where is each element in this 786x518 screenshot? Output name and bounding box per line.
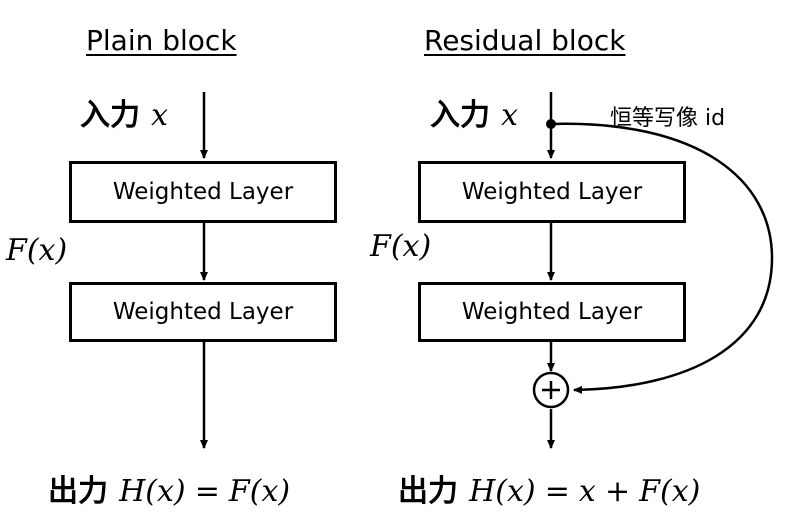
residual-output-label: 出力 <box>398 474 458 509</box>
residual-weighted-layer-2: Weighted Layer <box>418 282 686 342</box>
residual-output-rhs: F(x) <box>639 474 701 509</box>
residual-output-eq: = <box>544 474 570 509</box>
plain-weighted-layer-2: Weighted Layer <box>69 282 337 342</box>
plain-output-label: 出力 <box>48 474 108 509</box>
plain-input: 入力 x <box>80 90 168 134</box>
plain-mid-label: F(x) <box>6 233 68 268</box>
residual-block-title: Residual block <box>424 24 626 57</box>
residual-weighted-layer-1: Weighted Layer <box>418 161 686 223</box>
residual-output-lhs: H(x) <box>469 474 536 509</box>
plain-input-label: 入力 <box>80 98 140 133</box>
residual-output-plus: + <box>604 474 631 509</box>
residual-output-x: x <box>578 474 596 509</box>
plain-block-title: Plain block <box>86 24 237 57</box>
identity-mapping-label: 恒等写像 id <box>610 106 726 131</box>
residual-mid-label: F(x) <box>370 229 432 264</box>
plain-input-var: x <box>151 98 169 133</box>
residual-input-var: x <box>501 98 519 133</box>
residual-input: 入力 x <box>430 90 518 134</box>
plain-output: 出力 H(x) = F(x) <box>48 466 290 510</box>
plain-output-eq: = <box>194 474 220 509</box>
residual-output: 出力 H(x) = x + F(x) <box>398 466 700 510</box>
residual-input-label: 入力 <box>430 98 490 133</box>
plain-output-rhs: F(x) <box>228 474 291 509</box>
plain-output-lhs: H(x) <box>119 474 186 509</box>
identity-skip-connection <box>550 122 774 394</box>
plain-weighted-layer-1: Weighted Layer <box>69 161 337 223</box>
